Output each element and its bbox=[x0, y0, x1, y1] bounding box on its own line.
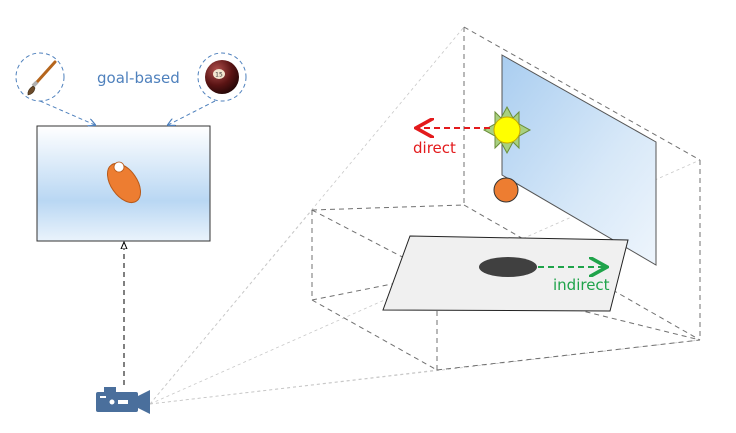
sun-light-icon bbox=[482, 105, 532, 155]
billiard-arrow bbox=[168, 100, 216, 125]
billiard-ball-icon: 15 bbox=[197, 52, 247, 102]
orange-sphere bbox=[493, 177, 519, 203]
shadow-blob bbox=[479, 257, 537, 277]
direct-label: direct bbox=[413, 139, 456, 157]
paintbrush-icon bbox=[15, 52, 65, 102]
indirect-label: indirect bbox=[553, 276, 610, 294]
goal-based-label: goal-based bbox=[97, 69, 180, 87]
orange-object-icon bbox=[106, 161, 142, 204]
wall-panel bbox=[501, 54, 657, 266]
billiard-ball-number: 15 bbox=[215, 72, 223, 79]
video-camera-icon bbox=[96, 387, 150, 414]
paintbrush-arrow bbox=[39, 100, 95, 125]
